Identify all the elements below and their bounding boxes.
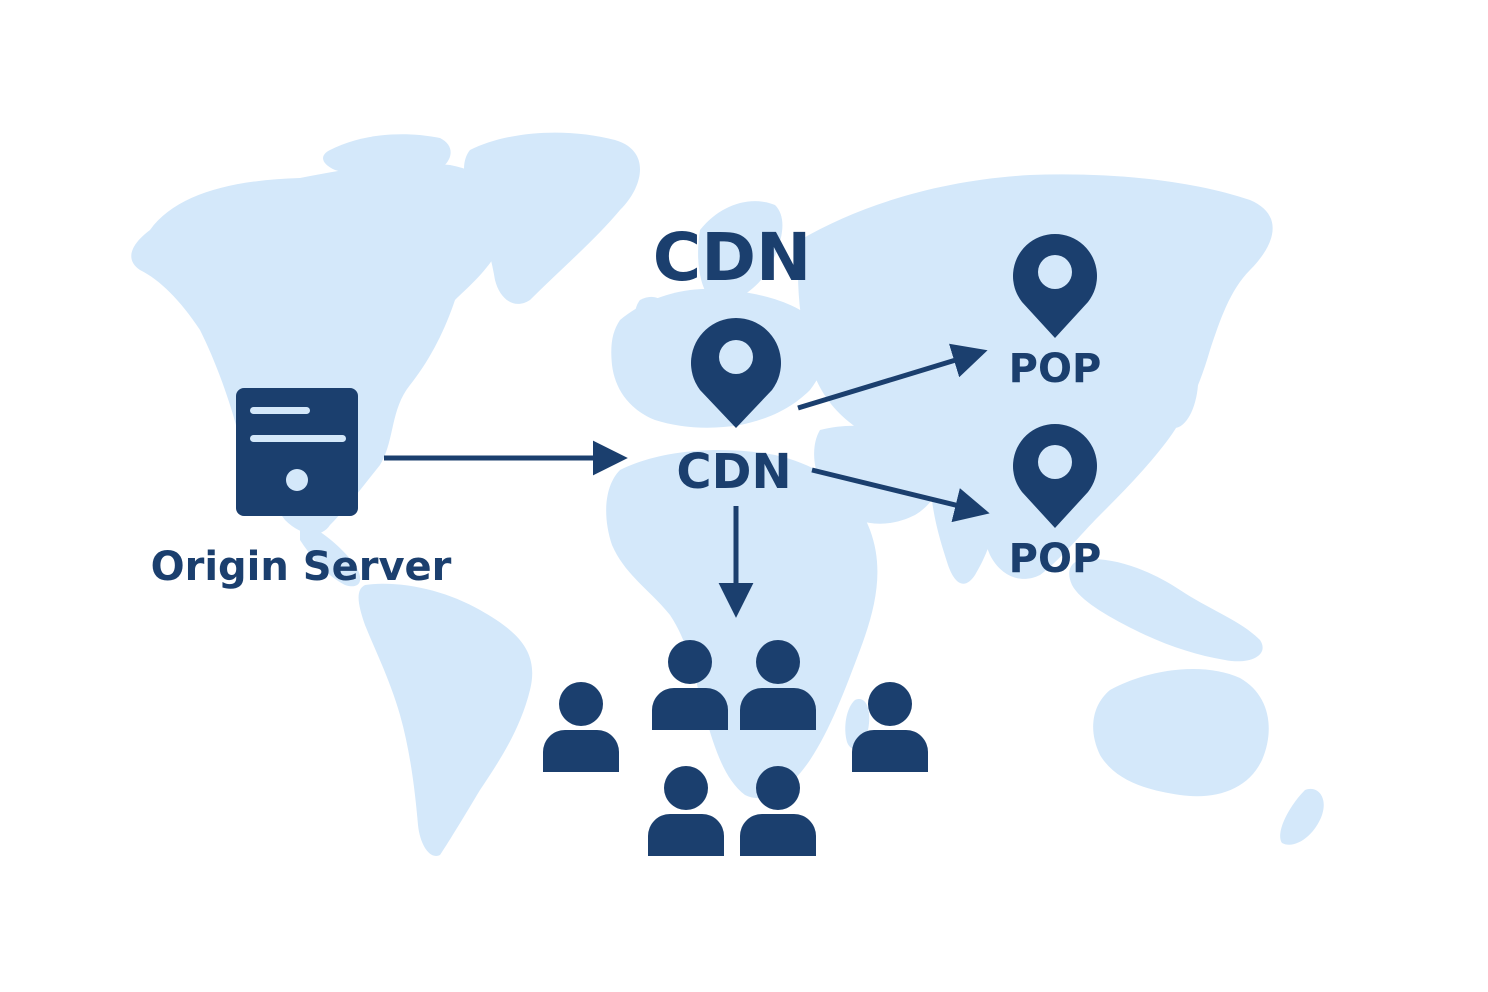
origin-server-label: Origin Server	[151, 544, 452, 590]
edge-cdn-to-pop-bottom	[811, 467, 990, 523]
pop-label-top: POP	[1009, 346, 1102, 392]
user-icon	[852, 682, 928, 772]
user-icon	[648, 766, 724, 856]
continent-new-zealand	[1280, 788, 1324, 845]
pop-label-bottom: POP	[1009, 536, 1102, 582]
map-pin-icon	[1013, 234, 1097, 338]
cdn-node: CDN	[676, 318, 792, 500]
continent-greenland	[464, 132, 640, 304]
continent-asia	[797, 174, 1273, 579]
continent-japan	[1164, 357, 1199, 429]
users-group	[543, 640, 928, 856]
continent-australia	[1093, 668, 1269, 797]
continent-south-america	[358, 583, 533, 856]
pop-node-top: POP	[1009, 234, 1102, 392]
origin-server-node: Origin Server	[151, 388, 452, 590]
continent-north-america	[131, 163, 510, 535]
world-map	[131, 132, 1324, 856]
user-icon	[652, 640, 728, 730]
server-icon	[236, 388, 358, 516]
cdn-label: CDN	[676, 444, 791, 500]
edges	[384, 343, 990, 618]
continent-southeast-asia	[1069, 559, 1263, 662]
user-icon	[740, 766, 816, 856]
user-icon	[740, 640, 816, 730]
continent-uk	[634, 296, 668, 341]
pop-node-bottom: POP	[1009, 424, 1102, 582]
map-pin-icon	[691, 318, 781, 428]
user-icon	[543, 682, 619, 772]
edge-cdn-to-pop-top	[797, 343, 988, 411]
continent-scandinavia	[698, 201, 783, 302]
continent-arctic-islands	[323, 134, 451, 178]
continent-central-america	[300, 520, 361, 587]
diagram-title: CDN	[653, 219, 811, 296]
map-pin-icon	[1013, 424, 1097, 528]
